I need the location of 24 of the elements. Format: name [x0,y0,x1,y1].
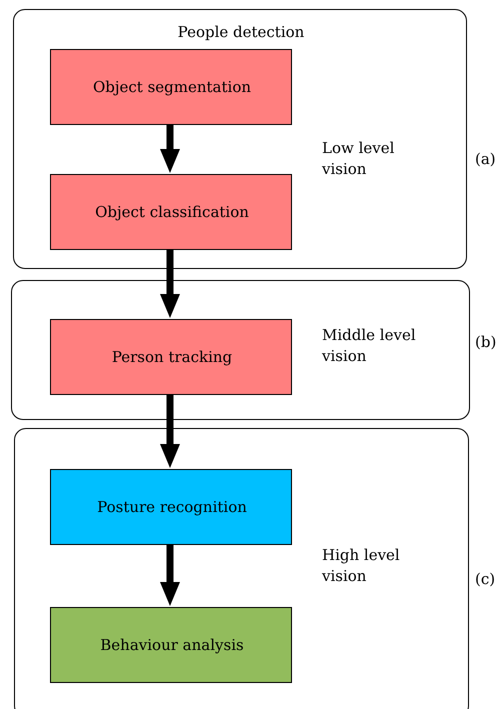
box-label: Behaviour analysis [99,636,245,654]
group-heading: People detection [176,22,306,43]
level-label: Middle level vision [322,325,417,367]
box-label: Person tracking [110,348,234,366]
box-label: Object segmentation [92,78,252,96]
arrow [160,394,180,468]
group-panel [14,428,469,709]
panel-letter: (a) [475,150,496,168]
process-box [50,469,292,545]
process-box [50,174,292,250]
process-box [50,607,292,683]
group-panel [11,280,470,420]
group-panel [13,9,467,269]
box-label: Object classification [94,203,250,221]
process-box [50,319,292,395]
panel-letter: (c) [475,570,496,588]
arrow [160,249,180,318]
panel-letter: (b) [475,333,496,351]
arrow [160,124,180,173]
arrow [160,544,180,606]
level-label: High level vision [322,545,401,587]
box-label: Posture recognition [96,498,248,516]
level-label: Low level vision [322,138,396,180]
process-box [50,49,292,125]
